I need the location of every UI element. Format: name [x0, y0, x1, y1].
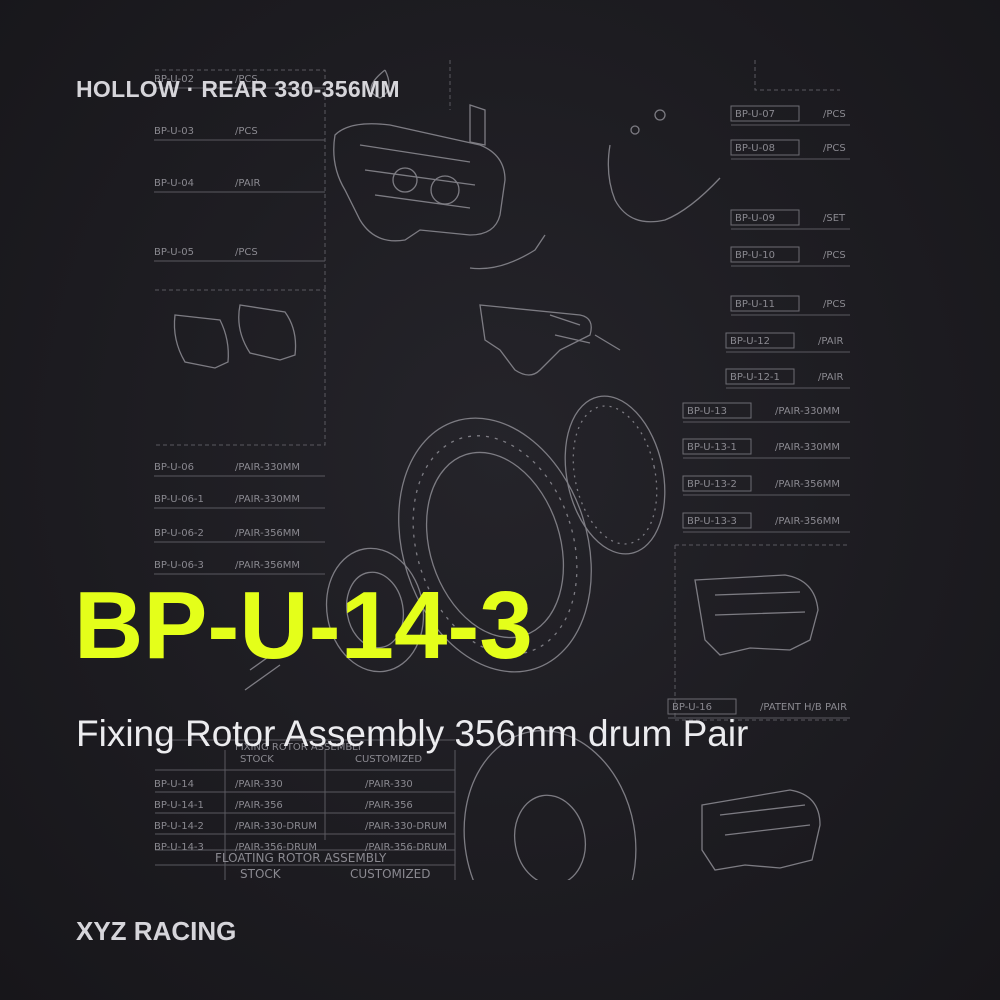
diagram-label-unit: /PAIR-356MM [235, 560, 300, 571]
fixing-table-stock: /PAIR-330-DRUM [235, 821, 317, 832]
part-code-title: BP-U-14-3 [74, 572, 533, 679]
diagram-label-code: BP-U-13-2 [687, 479, 737, 490]
diagram-label-code: BP-U-13 [687, 406, 727, 417]
diagram-label-code: BP-U-03 [154, 126, 194, 137]
diagram-label-code: BP-U-16 [672, 702, 712, 713]
exploded-brake-diagram: BP-U-02/PCS BP-U-03/PCS BP-U-04/PAIR BP-U-0… [150, 50, 850, 880]
fixing-table-custom: /PAIR-330 [365, 779, 413, 790]
fixing-table-stock: /PAIR-356-DRUM [235, 842, 317, 853]
rotor-drawing [398, 395, 666, 673]
floating-table-header-stock: STOCK [240, 867, 282, 880]
diagram-label-unit: /PAIR [818, 372, 844, 383]
brand-name: XYZ RACING [76, 916, 237, 946]
diagram-label-unit: /PCS [823, 250, 846, 261]
floating-table-header-custom: CUSTOMIZED [350, 867, 431, 880]
fixing-table-custom: /PAIR-356-DRUM [365, 842, 447, 853]
fixing-table-code: BP-U-14 [154, 779, 194, 790]
diagram-label-code: BP-U-06-3 [154, 560, 204, 571]
diagram-label-unit: /PAIR-356MM [775, 479, 840, 490]
caliper-drawing [333, 69, 506, 242]
diagram-label-code: BP-U-06-1 [154, 494, 204, 505]
fixing-table-stock: /PAIR-330 [235, 779, 283, 790]
diagram-label-code: BP-U-11 [735, 299, 775, 310]
diagram-label-unit: /PCS [235, 247, 258, 258]
diagram-label-code: BP-U-12-1 [730, 372, 780, 383]
diagram-label-code: BP-U-05 [154, 247, 194, 258]
diagram-label-unit: /PAIR-330MM [235, 494, 300, 505]
diagram-label-unit: /PAIR-330MM [235, 462, 300, 473]
diagram-label-unit: /PATENT H/B PAIR [760, 702, 847, 713]
fixing-table-header-custom: CUSTOMIZED [355, 754, 422, 765]
diagram-label-unit: /PCS [823, 299, 846, 310]
diagram-label-code: BP-U-13-1 [687, 442, 737, 453]
fixing-table-stock: /PAIR-356 [235, 800, 283, 811]
diagram-label-unit: /SET [823, 213, 846, 224]
diagram-label-unit: /PCS [823, 143, 846, 154]
diagram-label-unit: /PCS [235, 126, 258, 137]
product-description: Fixing Rotor Assembly 356mm drum Pair [76, 713, 749, 754]
diagram-label-code: BP-U-06 [154, 462, 194, 473]
diagram-label-unit: /PAIR-356MM [235, 528, 300, 539]
diagram-label-code: BP-U-02 [154, 74, 194, 85]
diagram-label-unit: /PAIR [818, 336, 844, 347]
fixing-table-header-stock: STOCK [240, 754, 274, 765]
fixing-table-custom: /PAIR-356 [365, 800, 413, 811]
category-label: HOLLOW · REAR 330-356MM [76, 76, 400, 102]
diagram-label-code: BP-U-12 [730, 336, 770, 347]
floating-table-title: FLOATING ROTOR ASSEMBLY [215, 851, 387, 865]
diagram-label-unit: /PCS [823, 109, 846, 120]
fixing-table-code: BP-U-14-1 [154, 800, 204, 811]
diagram-label-unit: /PAIR-356MM [775, 516, 840, 527]
fixing-table-custom: /PAIR-330-DRUM [365, 821, 447, 832]
diagram-label-code: BP-U-06-2 [154, 528, 204, 539]
fixing-table-code: BP-U-14-2 [154, 821, 204, 832]
diagram-label-unit: /PAIR-330MM [775, 442, 840, 453]
diagram-label-code: BP-U-10 [735, 250, 775, 261]
diagram-label-unit: /PAIR [235, 178, 261, 189]
hub-drawing [244, 547, 425, 691]
diagram-label-code: BP-U-08 [735, 143, 775, 154]
diagram-label-unit: /PCS [235, 74, 258, 85]
diagram-label-code: BP-U-07 [735, 109, 775, 120]
diagram-label-code: BP-U-09 [735, 213, 775, 224]
fixing-table-code: BP-U-14-3 [154, 842, 204, 853]
diagram-label-unit: /PAIR-330MM [775, 406, 840, 417]
diagram-label-code: BP-U-13-3 [687, 516, 737, 527]
diagram-label-code: BP-U-04 [154, 178, 194, 189]
fixing-table-title: FIXING ROTOR ASSEMBLY [235, 742, 363, 753]
